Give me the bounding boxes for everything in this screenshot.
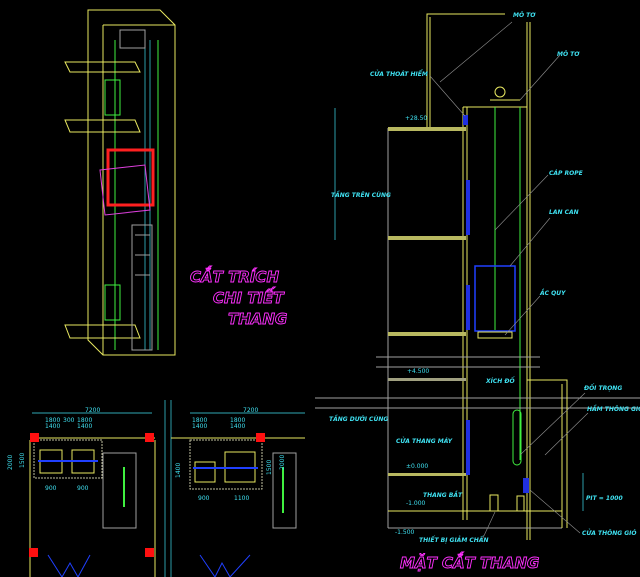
label-pit: PIT = 1000: [586, 495, 623, 502]
label-counterweight: ĐỐI TRỌNG: [583, 384, 622, 392]
dimension-label: 1400: [45, 423, 60, 430]
label-chain: XÍCH ĐỐ: [485, 377, 515, 385]
dimension-label: 7200: [85, 407, 100, 414]
dimension-label: 7200: [243, 407, 258, 414]
label-cable: CÁP ROPE: [549, 170, 584, 177]
label-buffer: THIẾT BỊ GIẢM CHẤN: [419, 536, 488, 544]
label-vent-shaft: HẦM THÔNG GIÓ: [587, 405, 640, 413]
dimension-label: 1500: [266, 460, 273, 475]
dimension-label: 1400: [77, 423, 92, 430]
dimension-label: 1400: [192, 423, 207, 430]
dimension-label: 900: [198, 495, 210, 502]
dimension-label: 900: [45, 485, 57, 492]
iso-title-line1: CẮT TRÍCH: [190, 265, 279, 286]
elevator-section: [315, 13, 640, 540]
dimension-label: 1800: [230, 417, 245, 424]
level-mark: ±0.000: [406, 463, 428, 470]
isometric-elevator-shaft: [64, 9, 176, 356]
dimension-label: 2000: [7, 455, 14, 470]
label-ladder: THANG BẮT: [423, 491, 463, 499]
label-motor: MÔ TƠ: [557, 51, 580, 58]
dimension-label: 300: [63, 417, 75, 424]
floor-slabs: [388, 127, 562, 529]
label-elevator-door: CỬA THANG MÁY: [396, 437, 453, 445]
label-vent-door: CỬA THÔNG GIÓ: [582, 529, 637, 537]
dimension-label: 1800: [45, 417, 60, 424]
dimension-label: 1500: [19, 453, 26, 468]
dimension-label: 1400: [230, 423, 245, 430]
level-mark: -1.500: [395, 529, 415, 536]
level-mark: +28.50: [405, 115, 427, 122]
iso-title-line3: THANG: [228, 310, 287, 328]
dimension-label: 1400: [175, 463, 182, 478]
label-railing: LAN CAN: [549, 209, 579, 216]
label-motor-top: MÔ TƠ: [513, 12, 536, 19]
dimension-label: 900: [77, 485, 89, 492]
label-top-floor: TẦNG TRÊN CÙNG: [331, 191, 391, 199]
label-bottom-floor: TẦNG DƯỚI CÙNG: [329, 415, 388, 423]
label-battery: ẮC QUY: [539, 289, 566, 297]
level-mark: +4.500: [407, 368, 429, 375]
dimension-label: 1100: [234, 495, 249, 502]
section-labels: MÔ TƠ MÔ TƠ CỬA THOÁT HIỂM TẦNG TRÊN CÙN…: [329, 12, 640, 544]
level-mark: -1.000: [406, 500, 426, 507]
iso-title-line2: CHI TIẾT: [213, 286, 285, 307]
plan-left: 7200 1800 300 1800 1400 1400 2000 1500 9…: [7, 407, 156, 577]
dimension-label: 1800: [77, 417, 92, 424]
leader-lines: [429, 21, 589, 541]
dimension-label: 1800: [192, 417, 207, 424]
dimension-label: 2000: [279, 455, 286, 470]
label-emergency-door: CỬA THOÁT HIỂM: [370, 70, 428, 78]
plan-right: 7200 1800 1800 1400 1400 1400 1500 2000 …: [164, 400, 305, 577]
section-title: MẶT CẮT THANG: [400, 551, 539, 572]
